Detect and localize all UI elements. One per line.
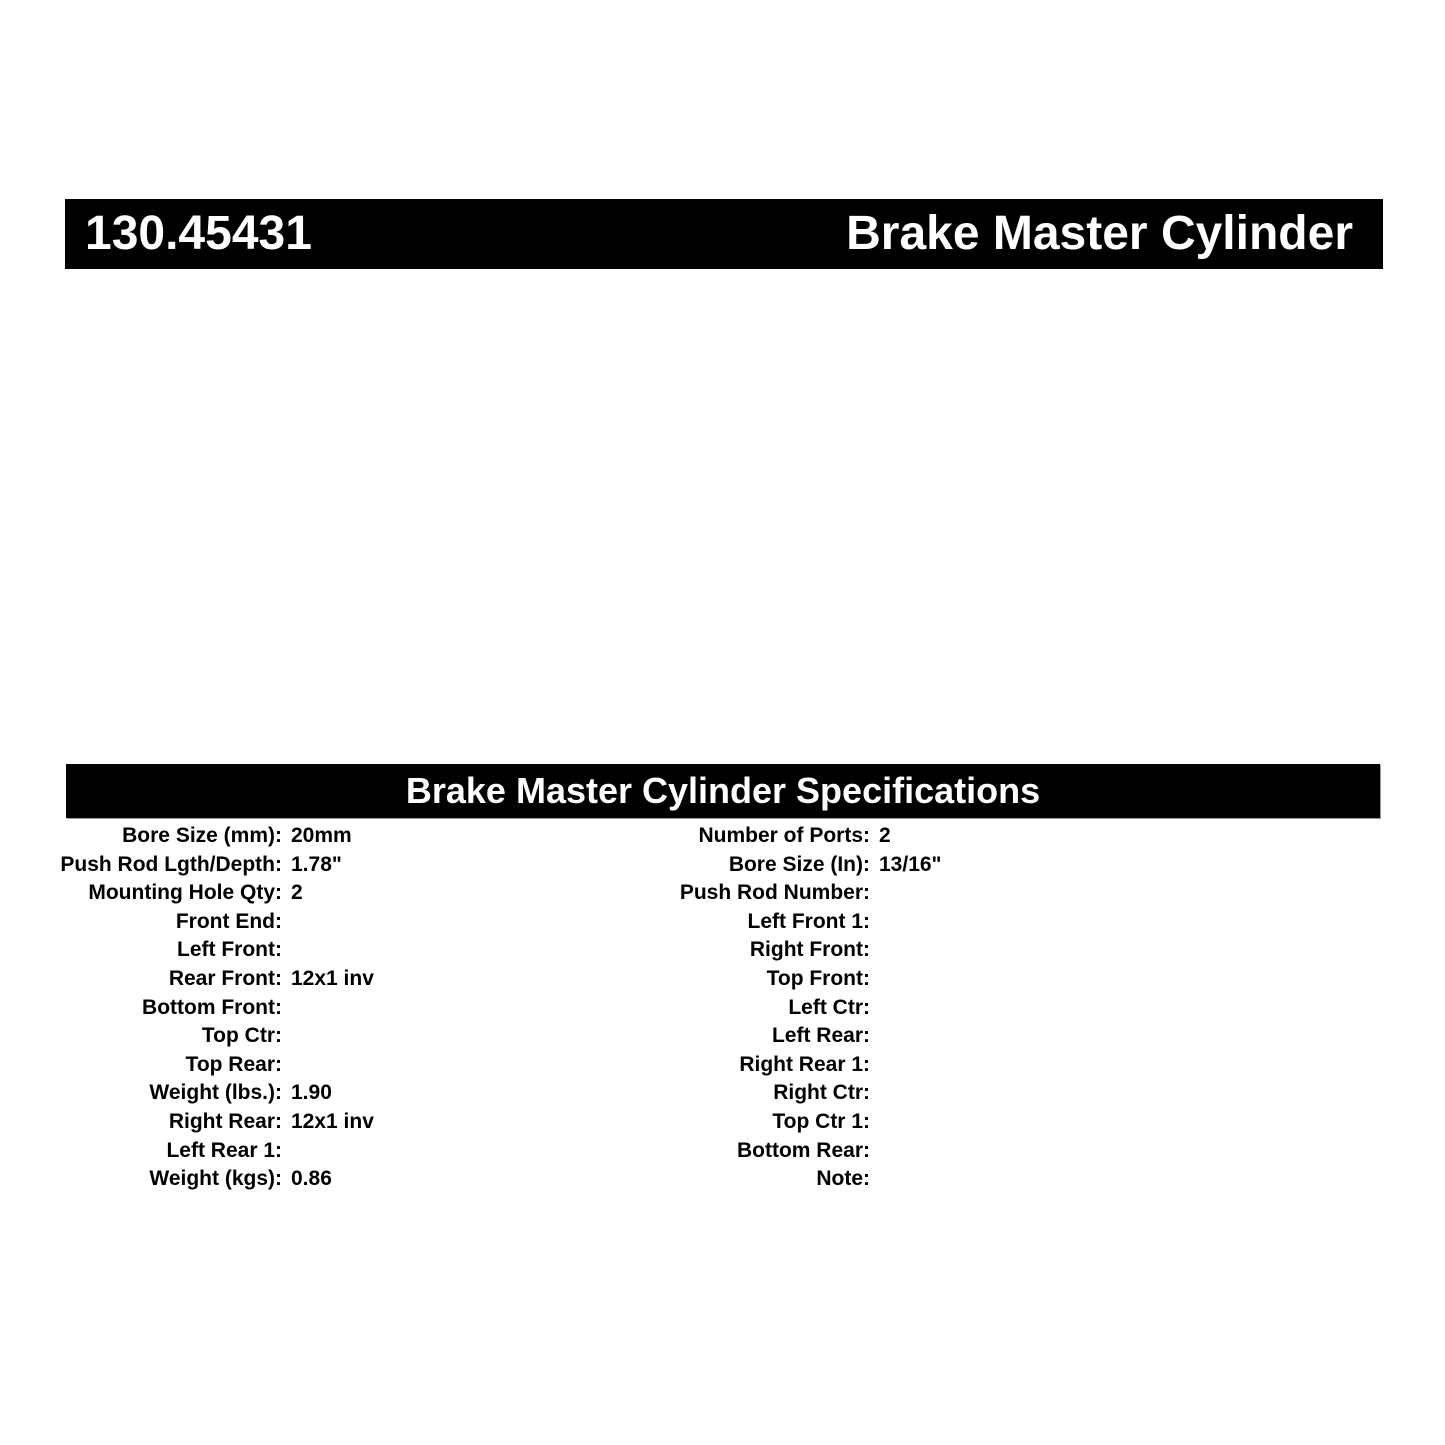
spec-label: Top Front:: [766, 966, 870, 990]
spec-label: Number of Ports:: [698, 824, 870, 847]
spec-value: 12x1 inv: [291, 1109, 374, 1133]
spec-value: 2: [879, 824, 891, 847]
specs-right-column: Number of Ports: 2 Bore Size (In): 13/16…: [540, 822, 1240, 1194]
spec-row: Push Rod Number:: [540, 879, 1240, 908]
spec-label: Right Ctr:: [773, 1081, 870, 1105]
spec-row: Top Ctr 1:: [540, 1108, 1240, 1137]
spec-label: Mounting Hole Qty:: [88, 881, 282, 905]
spec-value: 0.86: [291, 1167, 332, 1191]
spec-row: Left Front 1:: [540, 908, 1240, 937]
spec-value: 20mm: [291, 824, 352, 847]
spec-label: Note:: [816, 1167, 870, 1191]
spec-row: Top Front:: [540, 965, 1240, 994]
spec-label: Front End:: [175, 909, 282, 933]
spec-value: 2: [291, 881, 303, 905]
spec-label: Bore Size (In):: [728, 852, 870, 876]
spec-row: Bottom Rear:: [540, 1137, 1240, 1166]
spec-row: Left Ctr:: [540, 994, 1240, 1023]
spec-row: Note:: [540, 1165, 1240, 1194]
spec-row: Weight (lbs.): 1.90: [0, 1079, 660, 1108]
spec-label: Left Front 1:: [747, 909, 870, 933]
spec-value: 1.78": [291, 852, 342, 876]
spec-row: Bottom Front:: [0, 994, 660, 1023]
spec-label: Top Ctr:: [201, 1024, 282, 1048]
spec-label: Right Front:: [749, 938, 870, 962]
spec-row: Weight (kgs): 0.86: [0, 1165, 660, 1194]
specs-title-bar: Brake Master Cylinder Specifications: [66, 764, 1380, 818]
spec-label: Right Rear 1:: [739, 1052, 870, 1076]
spec-row: Right Ctr:: [540, 1079, 1240, 1108]
part-header-bar: 130.45431 Brake Master Cylinder: [65, 199, 1383, 269]
spec-label: Bottom Rear:: [736, 1138, 870, 1162]
spec-label: Top Rear:: [185, 1052, 282, 1076]
spec-row: Right Rear 1:: [540, 1051, 1240, 1080]
spec-label: Bottom Front:: [142, 995, 282, 1019]
spec-row: Left Front:: [0, 936, 660, 965]
spec-label: Rear Front:: [168, 966, 282, 990]
spec-row: Number of Ports: 2: [540, 822, 1240, 851]
spec-label: Left Rear:: [771, 1024, 870, 1048]
spec-label: Right Rear:: [168, 1109, 282, 1133]
spec-row: Mounting Hole Qty: 2: [0, 879, 660, 908]
spec-value: 13/16": [879, 852, 942, 876]
spec-label: Left Ctr:: [788, 995, 870, 1019]
spec-row: Rear Front: 12x1 inv: [0, 965, 660, 994]
spec-label: Weight (lbs.):: [149, 1081, 282, 1105]
product-name: Brake Master Cylinder: [846, 207, 1353, 260]
spec-label: Push Rod Lgth/Depth:: [60, 852, 282, 876]
spec-row: Right Front:: [540, 936, 1240, 965]
spec-row: Left Rear 1:: [0, 1137, 660, 1166]
spec-value: 1.90: [291, 1081, 332, 1105]
spec-label: Push Rod Number:: [679, 881, 870, 905]
spec-row: Front End:: [0, 908, 660, 937]
specs-title: Brake Master Cylinder Specifications: [405, 770, 1041, 811]
spec-row: Bore Size (mm): 20mm: [0, 822, 660, 851]
spec-label: Left Rear 1:: [166, 1138, 282, 1162]
spec-row: Top Rear:: [0, 1051, 660, 1080]
spec-row: Push Rod Lgth/Depth: 1.78": [0, 851, 660, 880]
spec-label: Weight (kgs):: [149, 1167, 282, 1191]
spec-row: Left Rear:: [540, 1022, 1240, 1051]
spec-row: Right Rear: 12x1 inv: [0, 1108, 660, 1137]
specs-left-column: Bore Size (mm): 20mm Push Rod Lgth/Depth…: [0, 822, 660, 1194]
part-number: 130.45431: [85, 207, 312, 260]
spec-label: Bore Size (mm):: [122, 824, 282, 847]
spec-row: Bore Size (In): 13/16": [540, 851, 1240, 880]
spec-value: 12x1 inv: [291, 966, 374, 990]
spec-label: Top Ctr 1:: [772, 1109, 870, 1133]
spec-label: Left Front:: [177, 938, 282, 962]
spec-row: Top Ctr:: [0, 1022, 660, 1051]
